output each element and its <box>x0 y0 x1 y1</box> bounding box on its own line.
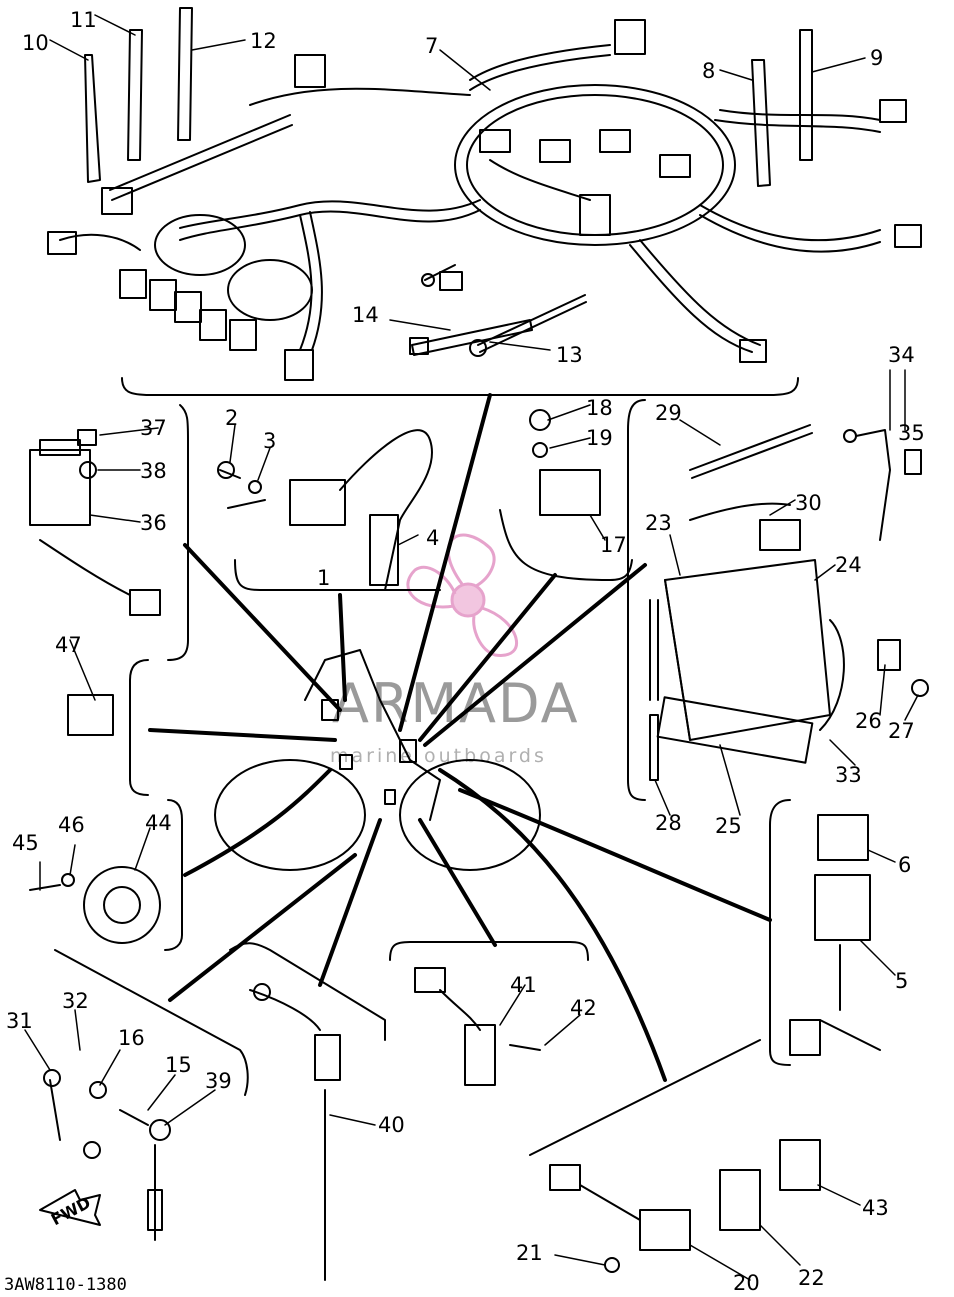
callout-33: 33 <box>835 763 862 787</box>
callout-23: 23 <box>645 511 672 535</box>
fwd-label: FWD <box>48 1193 94 1229</box>
callout-37: 37 <box>140 416 167 440</box>
group-bracket-flasher <box>129 659 149 796</box>
callout-22: 22 <box>798 1266 825 1290</box>
callout-19: 19 <box>586 426 613 450</box>
callout-12: 12 <box>250 29 277 53</box>
cable-straps <box>84 7 813 187</box>
callout-26: 26 <box>855 709 882 733</box>
callout-4: 4 <box>426 526 439 550</box>
callout-42: 42 <box>570 996 597 1020</box>
callout-21: 21 <box>516 1241 543 1265</box>
callout-44: 44 <box>145 811 172 835</box>
callout-28: 28 <box>655 811 682 835</box>
callout-35: 35 <box>898 421 925 445</box>
callout-numbers: 10 11 12 7 8 9 14 13 2 3 4 1 18 19 17 29… <box>6 8 925 1295</box>
starter-relay-group <box>29 404 189 661</box>
ignition-coil-group <box>217 429 441 591</box>
callout-40: 40 <box>378 1113 405 1137</box>
leader-lines <box>148 393 772 1082</box>
callout-38: 38 <box>140 459 167 483</box>
horn-group <box>29 799 183 951</box>
callout-31: 31 <box>6 1009 33 1033</box>
callout-17: 17 <box>600 533 627 557</box>
relay-group-bottom <box>529 1039 821 1273</box>
callout-43: 43 <box>862 1196 889 1220</box>
stop-switch-group <box>389 941 589 1086</box>
callout-24: 24 <box>835 553 862 577</box>
brake-switch-group <box>229 942 386 1281</box>
callout-46: 46 <box>58 813 85 837</box>
callout-13: 13 <box>556 343 583 367</box>
callout-1: 1 <box>317 566 330 590</box>
callout-3: 3 <box>263 429 276 453</box>
callout-6: 6 <box>898 853 911 877</box>
watermark-brand: ARMADA <box>332 672 580 735</box>
callout-18: 18 <box>586 396 613 420</box>
callout-5: 5 <box>895 969 908 993</box>
neutral-switch-group <box>39 949 249 1241</box>
callout-15: 15 <box>165 1053 192 1077</box>
callout-45: 45 <box>12 831 39 855</box>
frame-center <box>214 649 541 871</box>
callout-29: 29 <box>655 401 682 425</box>
flasher-relay <box>67 694 114 736</box>
callout-2: 2 <box>225 406 238 430</box>
callout-11: 11 <box>70 8 97 32</box>
label-leaders <box>24 14 919 1281</box>
callout-36: 36 <box>140 511 167 535</box>
callout-8: 8 <box>702 59 715 83</box>
callout-10: 10 <box>22 31 49 55</box>
fwd-arrow-icon <box>39 1189 101 1226</box>
callout-7: 7 <box>425 34 438 58</box>
battery-group <box>627 399 929 801</box>
diagram-code: 3AW8110-1380 <box>4 1275 127 1295</box>
callout-47: 47 <box>55 633 82 657</box>
callout-27: 27 <box>888 719 915 743</box>
line-art <box>24 7 929 1281</box>
callout-32: 32 <box>62 989 89 1013</box>
group-bracket-top <box>121 377 799 396</box>
callout-20: 20 <box>733 1271 760 1295</box>
callout-30: 30 <box>795 491 822 515</box>
callout-41: 41 <box>510 973 537 997</box>
callout-25: 25 <box>715 814 742 838</box>
callout-14: 14 <box>352 303 379 327</box>
callout-9: 9 <box>870 46 883 70</box>
callout-16: 16 <box>118 1026 145 1050</box>
watermark-tagline: marine outboards <box>330 745 547 767</box>
callout-34: 34 <box>888 343 915 367</box>
callout-39: 39 <box>205 1069 232 1093</box>
turn-relay-group <box>769 799 881 1066</box>
